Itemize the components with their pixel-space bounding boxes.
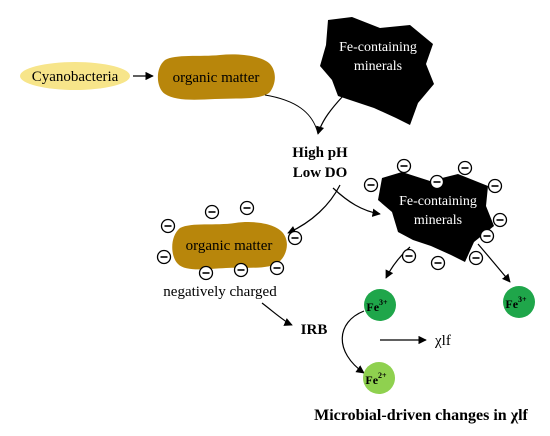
arrow-fe3-to-fe2	[341, 310, 365, 374]
organic-charge-markers	[156, 200, 303, 281]
condition-high-ph: High pH	[292, 145, 348, 161]
organic-matter-top-blob	[157, 54, 275, 100]
arrow-minerals-to-condition	[316, 95, 344, 135]
fe3-right-circle	[503, 286, 535, 318]
fe2-label: Fe2+	[365, 371, 387, 387]
negative-charge-icon	[396, 158, 412, 174]
minerals-mid-line2: minerals	[414, 213, 462, 228]
diagram-title: Microbial-driven changes in χlf	[314, 407, 528, 424]
fe3-right-label: Fe3+	[505, 295, 527, 311]
arrow-organic-to-condition	[264, 94, 319, 135]
condition-low-do: Low DO	[293, 165, 348, 181]
arrow-condition-to-minerals	[332, 187, 381, 217]
minerals-mid-shape	[378, 172, 494, 262]
negative-charge-icon	[287, 230, 303, 246]
arrow-minerals-to-fe3-right	[477, 243, 511, 283]
negative-charge-icon	[233, 262, 249, 278]
fe3-right-ion: Fe3+	[503, 286, 535, 318]
organic-matter-mid-node: organic matter	[172, 222, 287, 270]
fe3-left-label: Fe3+	[366, 298, 388, 314]
organic-matter-top-label: organic matter	[173, 70, 260, 86]
irb-label: IRB	[301, 322, 328, 338]
minerals-mid-line1: Fe-containing	[399, 194, 477, 209]
minerals-top-node: Fe-containing minerals	[320, 17, 434, 125]
arrow-condition-to-organic	[287, 184, 341, 234]
negative-charge-icon	[198, 265, 214, 281]
organic-matter-mid-label: organic matter	[186, 238, 273, 254]
negatively-charged-label: negatively charged	[163, 284, 277, 300]
negative-charge-icon	[487, 178, 503, 194]
negative-charge-icon	[204, 204, 220, 220]
negative-charge-icon	[401, 248, 417, 264]
minerals-top-line1: Fe-containing	[339, 40, 417, 55]
chi-lf-label: χlf	[434, 333, 451, 349]
arrow-organic-to-irb	[261, 302, 293, 326]
negative-charge-icon	[468, 250, 484, 266]
negative-charge-icon	[160, 218, 176, 234]
negative-charge-icon	[492, 212, 508, 228]
negative-charge-icon	[269, 260, 285, 276]
minerals-mid-node: Fe-containing minerals	[378, 172, 494, 262]
negative-charge-icon	[430, 255, 446, 271]
cyanobacteria-ellipse	[20, 62, 130, 90]
negative-charge-icon	[363, 177, 379, 193]
minerals-top-line2: minerals	[354, 59, 402, 74]
cyanobacteria-label: Cyanobacteria	[32, 69, 119, 85]
fe2-ion: Fe2+	[363, 362, 395, 394]
negative-charge-icon	[239, 200, 255, 216]
organic-matter-mid-blob	[172, 222, 287, 270]
fe3-left-circle	[364, 289, 396, 321]
negative-charge-icon	[457, 160, 473, 176]
organic-matter-top-node: organic matter	[157, 54, 275, 100]
negative-charge-icon	[479, 228, 495, 244]
negative-charge-icon	[429, 174, 445, 190]
fe2-circle	[363, 362, 395, 394]
minerals-top-shape	[320, 17, 434, 125]
mineral-charge-markers	[363, 158, 508, 271]
fe3-left-ion: Fe3+	[364, 289, 396, 321]
cyanobacteria-node: Cyanobacteria	[20, 62, 130, 90]
negative-charge-icon	[156, 249, 172, 265]
